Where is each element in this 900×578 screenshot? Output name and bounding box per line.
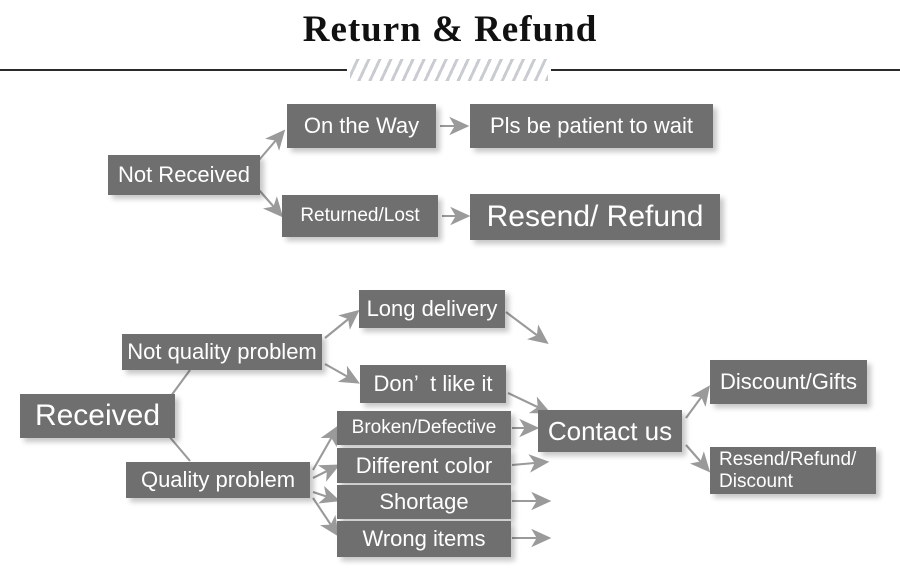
node-pls-be-patient-to-wait[interactable]: Pls be patient to wait	[470, 104, 713, 148]
node-wrong-items[interactable]: Wrong items	[337, 521, 511, 557]
link-longdelivery-contact	[505, 311, 549, 345]
node-resend-refund-discount[interactable]: Resend/Refund/ Discount	[710, 447, 876, 494]
node-dont-like-it-label: Don’ t like it	[373, 371, 493, 397]
link-differentcolor-contact	[511, 454, 550, 473]
node-wrong-items-label: Wrong items	[362, 526, 486, 552]
node-shortage[interactable]: Shortage	[337, 485, 511, 519]
node-long-delivery-label: Long delivery	[366, 296, 498, 322]
page-title: Return & Refund	[302, 9, 598, 50]
link-notreceived-ontheway	[258, 129, 286, 161]
node-not-quality-problem-label: Not quality problem	[127, 339, 317, 365]
node-returned-lost[interactable]: Returned/Lost	[282, 195, 438, 237]
node-different-color[interactable]: Different color	[337, 448, 511, 483]
node-resend-refund-discount-label: Resend/Refund/ Discount	[719, 449, 857, 492]
node-contact-us[interactable]: Contact us	[538, 410, 682, 452]
link-received-quality	[167, 434, 191, 462]
link-contact-resendrefunddiscount	[685, 444, 711, 473]
node-discount-gifts-label: Discount/Gifts	[720, 369, 857, 395]
node-not-received-label: Not Received	[117, 162, 251, 188]
divider-rule-right	[551, 69, 900, 71]
link-notreceived-returnedlost	[258, 189, 284, 218]
node-received[interactable]: Received	[20, 394, 175, 438]
node-quality-problem-label: Quality problem	[140, 467, 296, 493]
node-long-delivery[interactable]: Long delivery	[359, 290, 505, 328]
node-received-label: Received	[34, 398, 161, 432]
hatched-divider-icon	[350, 59, 548, 81]
node-returned-lost-label: Returned/Lost	[300, 204, 420, 226]
link-quality-differentcolor	[312, 464, 341, 482]
node-discount-gifts[interactable]: Discount/Gifts	[710, 360, 867, 404]
node-dont-like-it[interactable]: Don’ t like it	[360, 365, 506, 403]
node-on-the-way[interactable]: On the Way	[287, 104, 436, 148]
node-not-received[interactable]: Not Received	[108, 155, 260, 195]
node-on-the-way-label: On the Way	[303, 113, 420, 139]
divider-rule-left	[0, 69, 347, 71]
node-broken-defective-label: Broken/Defective	[351, 416, 497, 438]
link-notquality-longdelivery	[324, 309, 360, 339]
node-not-quality-problem[interactable]: Not quality problem	[122, 334, 322, 370]
node-pls-be-patient-label: Pls be patient to wait	[489, 113, 693, 139]
link-quality-wrongitems	[312, 497, 339, 537]
node-shortage-label: Shortage	[379, 489, 469, 515]
node-quality-problem[interactable]: Quality problem	[126, 462, 310, 498]
header-divider	[0, 59, 900, 81]
node-resend-refund[interactable]: Resend/ Refund	[470, 194, 720, 240]
node-broken-defective[interactable]: Broken/Defective	[337, 411, 511, 445]
link-contact-discountgifts	[685, 385, 710, 419]
link-notquality-dontlike	[324, 363, 360, 384]
node-resend-refund-label: Resend/ Refund	[486, 199, 704, 233]
node-contact-us-label: Contact us	[547, 415, 673, 446]
link-quality-shortage	[312, 485, 341, 504]
node-different-color-label: Different color	[355, 452, 493, 478]
link-quality-broken	[312, 425, 339, 471]
